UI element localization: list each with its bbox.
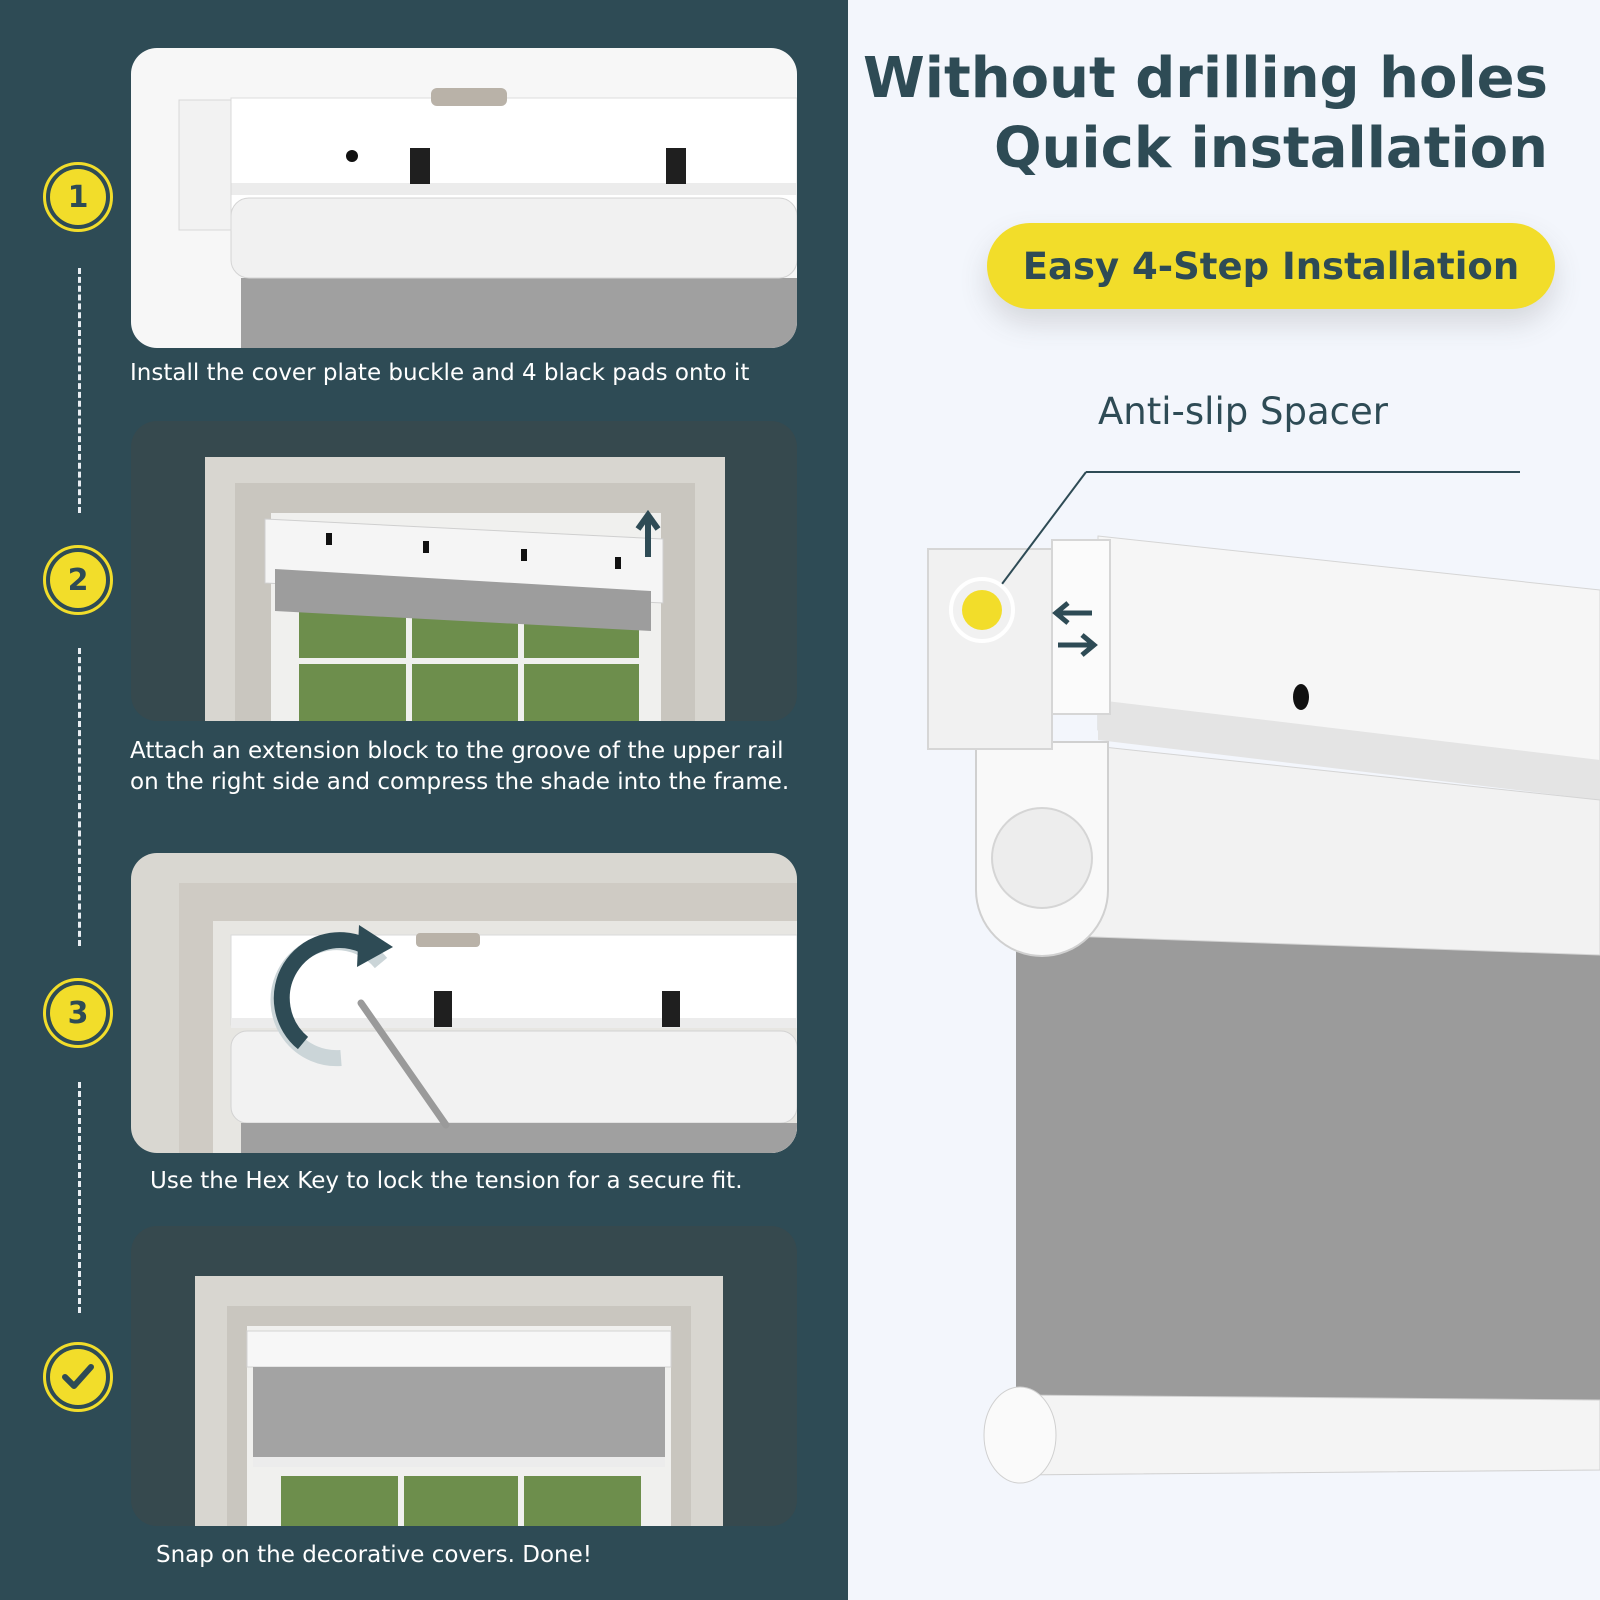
step-number: 1 bbox=[50, 169, 106, 225]
installation-steps-badge: Easy 4-Step Installation bbox=[987, 223, 1555, 309]
roller-shade-illustration bbox=[927, 471, 1600, 1484]
step-1-photo bbox=[131, 48, 797, 348]
step-2-caption: Attach an extension block to the groove … bbox=[130, 738, 790, 795]
step-badge-1: 1 bbox=[43, 162, 113, 232]
step-1-caption: Install the cover plate buckle and 4 bla… bbox=[130, 360, 750, 386]
step-connector-3 bbox=[78, 1082, 81, 1313]
step-badge-3: 3 bbox=[43, 978, 113, 1048]
step-4-caption: Snap on the decorative covers. Done! bbox=[156, 1542, 592, 1568]
step-4-photo bbox=[131, 1226, 797, 1526]
step-badge-2: 2 bbox=[43, 545, 113, 615]
step-number: 2 bbox=[50, 552, 106, 608]
badge-label: Easy 4-Step Installation bbox=[1022, 244, 1520, 288]
anti-slip-spacer-label: Anti-slip Spacer bbox=[1098, 390, 1388, 433]
step-3-photo bbox=[131, 853, 797, 1153]
step-number: 3 bbox=[50, 985, 106, 1041]
step-connector-2 bbox=[78, 648, 81, 946]
step-connector-1 bbox=[78, 268, 81, 513]
headline-line-1: Without drilling holes bbox=[863, 46, 1548, 111]
step-2-photo bbox=[131, 421, 797, 721]
step-badge-done bbox=[43, 1342, 113, 1412]
step-3-caption: Use the Hex Key to lock the tension for … bbox=[150, 1168, 743, 1194]
headline-line-2: Quick installation bbox=[993, 116, 1548, 181]
check-icon bbox=[50, 1349, 106, 1405]
